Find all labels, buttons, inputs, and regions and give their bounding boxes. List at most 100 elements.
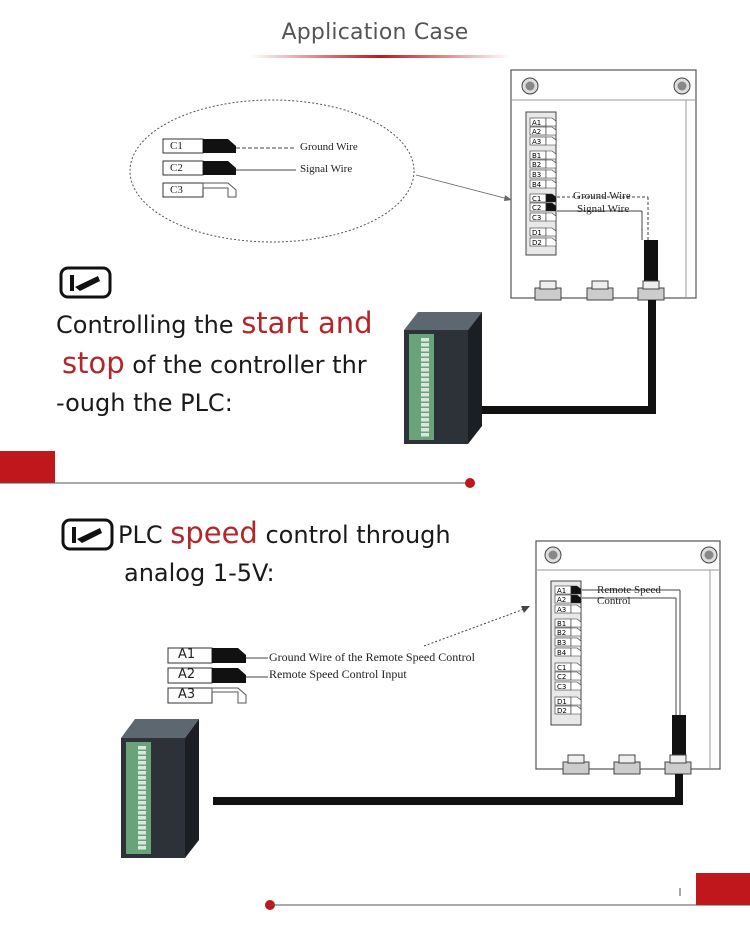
strip-terminal-label: D2 xyxy=(532,239,542,247)
gland-1c xyxy=(637,280,665,301)
plc-led xyxy=(421,428,429,432)
plc-led xyxy=(421,363,429,367)
remote-input-label: Remote Speed Control Input xyxy=(269,667,407,681)
strip-clamp xyxy=(570,594,582,604)
plc-led xyxy=(421,358,429,362)
strip-terminal-label: A3 xyxy=(557,606,566,614)
strip-clamp xyxy=(570,681,582,691)
strip-terminal-label: D1 xyxy=(557,698,567,706)
plc-led xyxy=(421,408,429,412)
box2-label-line1: Remote Speed xyxy=(597,584,661,596)
terminal-c3-label: C3 xyxy=(170,184,183,196)
strip-terminal-label: B3 xyxy=(532,171,541,179)
box2-label-line2: Control xyxy=(597,595,631,607)
strip-terminal-label: D2 xyxy=(557,707,567,715)
strip-terminal-label: B2 xyxy=(532,161,541,169)
plc-led xyxy=(421,338,429,342)
plc-led xyxy=(421,348,429,352)
gland-1a xyxy=(534,280,562,301)
strip-terminal-label: A1 xyxy=(532,119,541,127)
strip-terminal-label: B1 xyxy=(557,620,566,628)
plc-led xyxy=(421,403,429,407)
strip-terminal-label: C3 xyxy=(532,214,541,222)
plc-led xyxy=(138,756,146,760)
plc-led xyxy=(421,368,429,372)
pointer-line-1 xyxy=(415,174,513,201)
section2-line2: analog 1-5V: xyxy=(124,559,275,587)
strip-clamp xyxy=(570,705,582,715)
switch-icon-1 xyxy=(59,266,112,299)
strip-terminal-label: C1 xyxy=(557,664,566,672)
plc-led xyxy=(138,826,146,830)
pointer-line-2 xyxy=(423,607,528,647)
strip-clamp xyxy=(570,604,582,614)
plc-led xyxy=(138,746,146,750)
title-underline xyxy=(250,55,510,58)
ground-wire-label: Ground Wire xyxy=(300,141,358,153)
section2-line1: PLC speed control through xyxy=(118,513,451,555)
section1-line2: stop of the controller thr xyxy=(62,343,367,385)
strip-terminal-label: C3 xyxy=(557,683,566,691)
strip-clamp xyxy=(545,159,557,169)
plc-led xyxy=(421,418,429,422)
strip-clamp xyxy=(545,169,557,179)
strip-clamp xyxy=(545,227,557,237)
plc-led xyxy=(421,343,429,347)
plc-led xyxy=(138,751,146,755)
strip-clamp xyxy=(545,202,557,212)
terminal-c1-label: C1 xyxy=(170,140,183,152)
strip-terminal-label: B2 xyxy=(557,629,566,637)
box1-ground-label: Ground Wire xyxy=(573,190,631,202)
strip-terminal-label: C2 xyxy=(557,673,566,681)
plc-led xyxy=(138,836,146,840)
clamp-c3 xyxy=(202,182,237,198)
terminal-a3-box xyxy=(167,687,213,704)
plc-led xyxy=(421,353,429,357)
section2-highlight-speed: speed xyxy=(170,516,258,550)
clamp-c1 xyxy=(203,139,236,153)
gland-1b xyxy=(586,280,614,301)
strip-clamp xyxy=(545,237,557,247)
section1-line3: -ough the PLC: xyxy=(56,389,233,417)
plc-led xyxy=(421,393,429,397)
strip-clamp xyxy=(570,647,582,657)
section2-line1-prefix: PLC xyxy=(118,521,171,549)
cable-1 xyxy=(482,300,656,414)
strip-clamp xyxy=(570,662,582,672)
plc-led xyxy=(138,801,146,805)
plc-led xyxy=(138,781,146,785)
remote-ground-label: Ground Wire of the Remote Speed Control xyxy=(269,650,475,664)
plc-led xyxy=(421,433,429,437)
page-title: Application Case xyxy=(281,20,469,45)
terminal-a1-label: A1 xyxy=(178,647,196,662)
cable-sleeve-1 xyxy=(644,240,658,292)
terminal-c1-box xyxy=(162,138,204,154)
plc-led xyxy=(138,776,146,780)
strip-clamp xyxy=(545,117,557,127)
signal-wire-label: Signal Wire xyxy=(300,163,353,175)
plc-led xyxy=(421,373,429,377)
terminal-a2-label: A2 xyxy=(178,667,196,682)
section1-line1: Controlling the start and xyxy=(56,303,373,345)
plc-led xyxy=(421,423,429,427)
red-block-left xyxy=(0,451,55,483)
strip-terminal-label: A2 xyxy=(557,596,566,604)
cable-2 xyxy=(213,774,683,805)
plc-led xyxy=(138,821,146,825)
strip-terminal-label: A3 xyxy=(532,138,541,146)
clamp-c2 xyxy=(203,161,236,175)
plc-led xyxy=(138,761,146,765)
strip-clamp xyxy=(570,618,582,628)
cable-sleeve-2 xyxy=(672,715,686,760)
plc-led xyxy=(138,811,146,815)
section2-line1-suffix: control through xyxy=(257,521,451,549)
section1-line2-suffix: of the controller thr xyxy=(124,351,367,379)
strip-terminal-label: B4 xyxy=(532,181,542,189)
strip-clamp xyxy=(570,671,582,681)
plc-led xyxy=(138,831,146,835)
plc-led xyxy=(138,791,146,795)
strip-clamp xyxy=(545,212,557,222)
terminal-a3-label: A3 xyxy=(178,687,196,702)
plc-led xyxy=(138,766,146,770)
